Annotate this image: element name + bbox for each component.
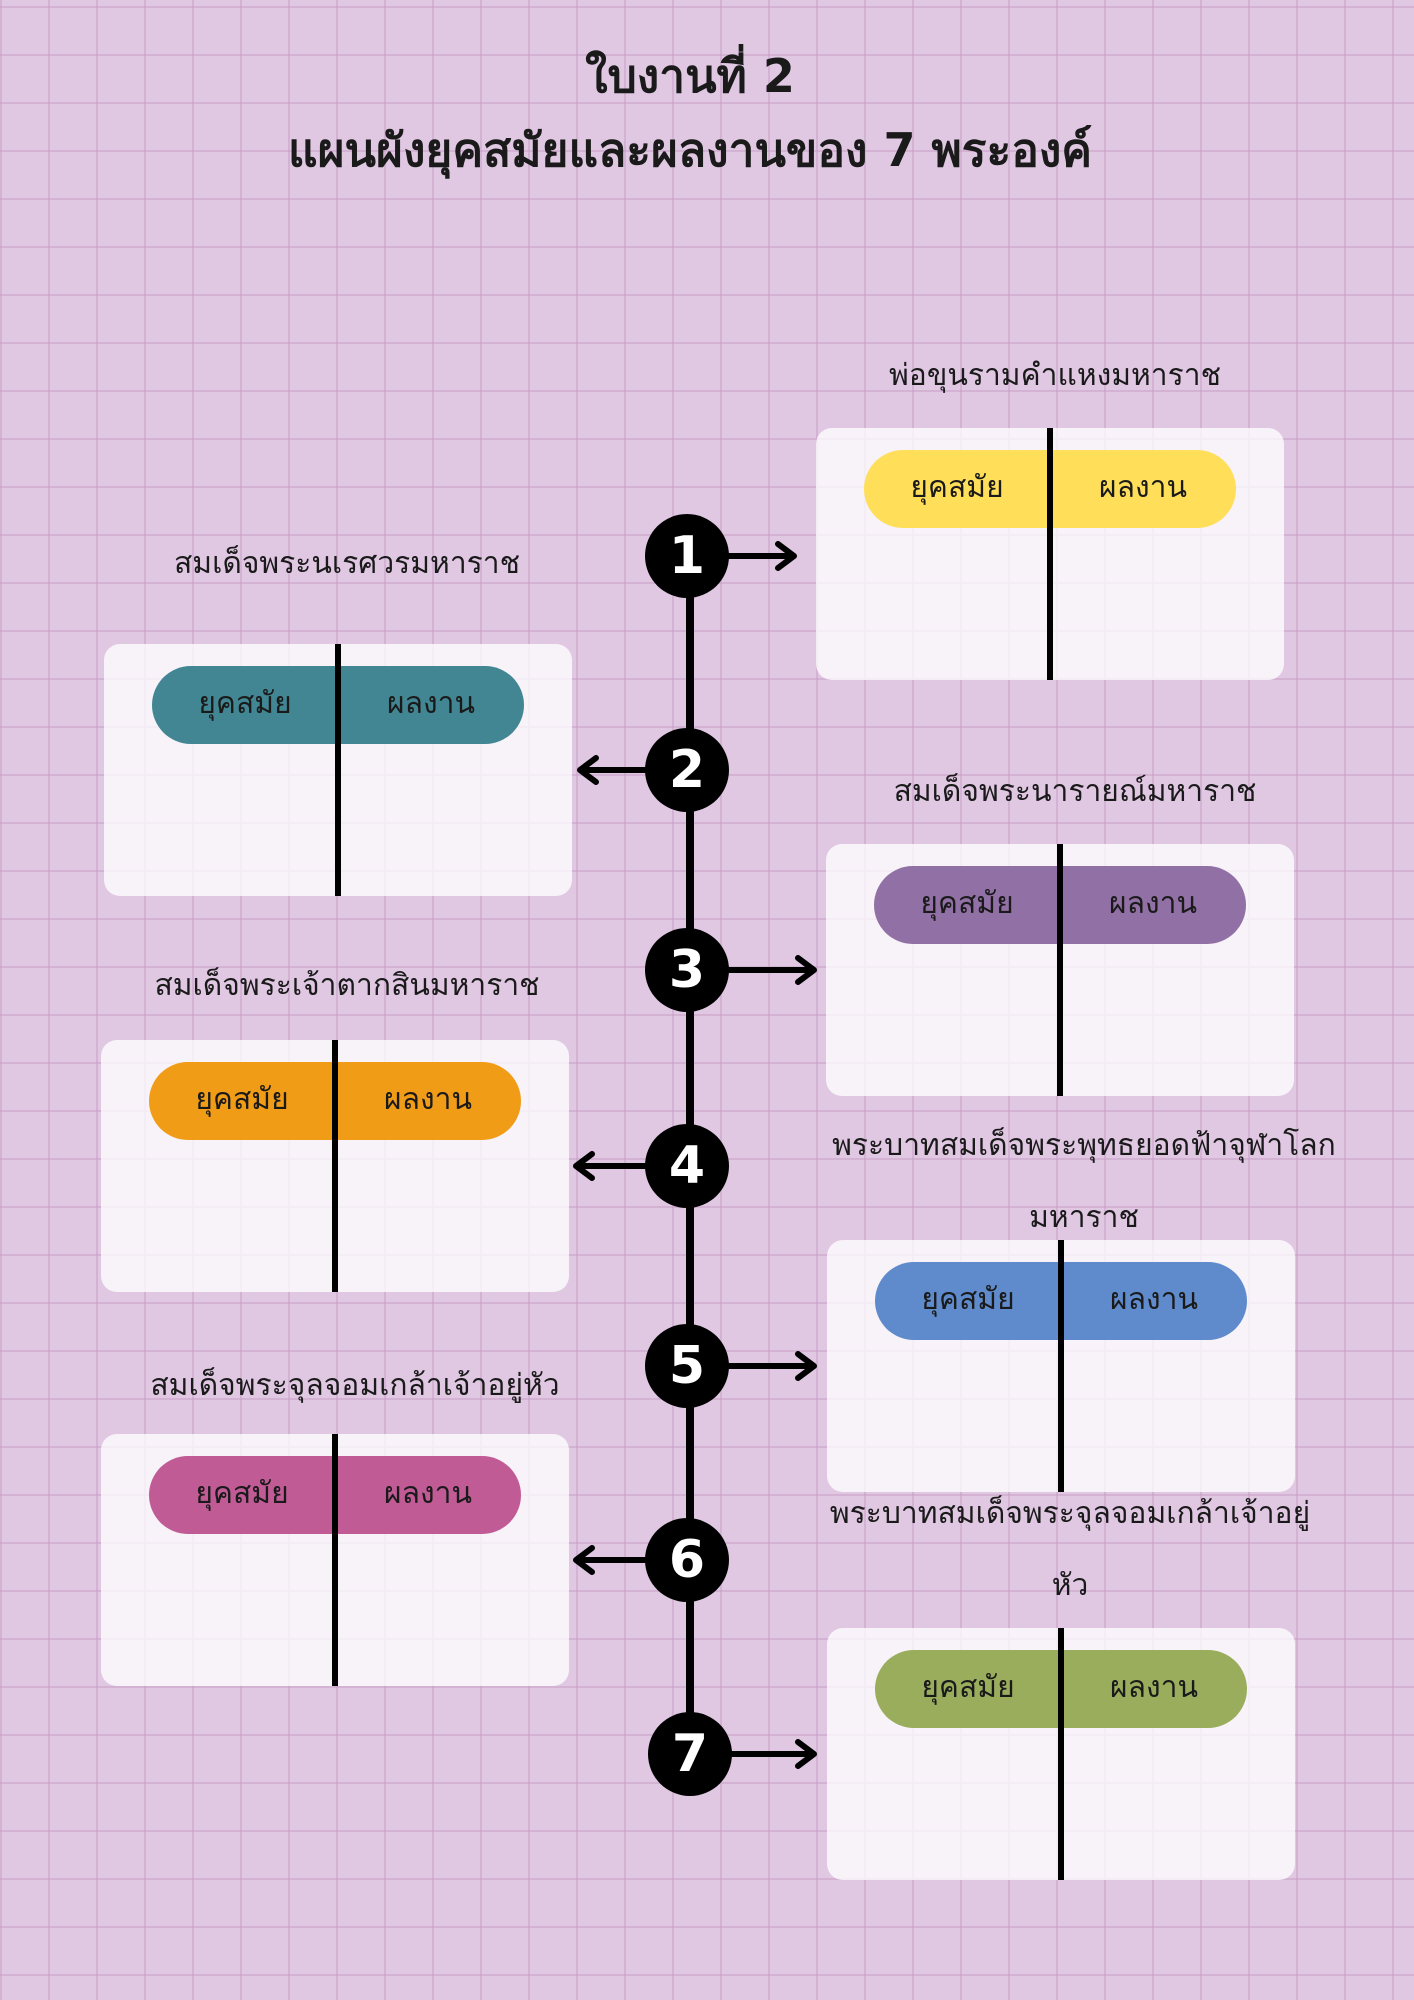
era-label: ยุคสมัย	[921, 1670, 1015, 1705]
arrow-right-icon	[728, 1739, 817, 1769]
era-label: ยุคสมัย	[921, 1282, 1015, 1317]
step-number-2: 2	[645, 728, 729, 812]
column-divider	[1058, 1240, 1064, 1492]
king-name-3: สมเด็จพระนารายณ์มหาราช	[893, 774, 1257, 809]
king-name-7: พระบาทสมเด็จพระจุลจอมเกล้าเจ้าอยู่หัว	[829, 1496, 1311, 1603]
step-number-5: 5	[645, 1324, 729, 1408]
column-divider	[335, 644, 341, 896]
works-label: ผลงาน	[384, 1476, 472, 1511]
king-name-5: พระบาทสมเด็จพระพุทธยอดฟ้าจุฬาโลกมหาราช	[832, 1128, 1336, 1235]
column-divider	[1057, 844, 1063, 1096]
king-card-1: ยุคสมัย ผลงาน	[816, 428, 1284, 680]
king-name-1: พ่อขุนรามคำแหงมหาราช	[889, 358, 1221, 393]
works-label: ผลงาน	[1109, 886, 1197, 921]
king-card-2: ยุคสมัย ผลงาน	[104, 644, 572, 896]
era-label: ยุคสมัย	[195, 1476, 289, 1511]
step-number-3: 3	[645, 928, 729, 1012]
title-line-1: ใบงานที่ 2	[585, 49, 795, 103]
king-name-2: สมเด็จพระนเรศวรมหาราช	[174, 546, 520, 581]
arrow-right-icon	[728, 1351, 817, 1381]
king-card-3: ยุคสมัย ผลงาน	[826, 844, 1294, 1096]
era-label: ยุคสมัย	[910, 470, 1004, 505]
era-label: ยุคสมัย	[195, 1082, 289, 1117]
step-number-6: 6	[645, 1518, 729, 1602]
works-label: ผลงาน	[1110, 1670, 1198, 1705]
title-line-2: แผนผังยุคสมัยและผลงานของ 7 พระองค์	[287, 123, 1093, 177]
step-number-4: 4	[645, 1124, 729, 1208]
arrow-right-icon	[728, 955, 817, 985]
king-name-6: สมเด็จพระจุลจอมเกล้าเจ้าอยู่หัว	[150, 1368, 560, 1403]
works-label: ผลงาน	[1099, 470, 1187, 505]
arrow-right-icon	[728, 541, 797, 571]
column-divider	[1047, 428, 1053, 680]
era-label: ยุคสมัย	[920, 886, 1014, 921]
king-name-4: สมเด็จพระเจ้าตากสินมหาราช	[154, 968, 540, 1003]
works-label: ผลงาน	[1110, 1282, 1198, 1317]
step-number-7: 7	[648, 1712, 732, 1796]
king-card-5: ยุคสมัย ผลงาน	[827, 1240, 1295, 1492]
column-divider	[1058, 1628, 1064, 1880]
works-label: ผลงาน	[387, 686, 475, 721]
era-label: ยุคสมัย	[198, 686, 292, 721]
king-card-6: ยุคสมัย ผลงาน	[101, 1434, 569, 1686]
king-card-7: ยุคสมัย ผลงาน	[827, 1628, 1295, 1880]
king-card-4: ยุคสมัย ผลงาน	[101, 1040, 569, 1292]
column-divider	[332, 1434, 338, 1686]
arrow-left-icon	[573, 1151, 646, 1181]
step-number-1: 1	[645, 514, 729, 598]
arrow-left-icon	[577, 755, 646, 785]
arrow-left-icon	[573, 1545, 646, 1575]
column-divider	[332, 1040, 338, 1292]
works-label: ผลงาน	[384, 1082, 472, 1117]
